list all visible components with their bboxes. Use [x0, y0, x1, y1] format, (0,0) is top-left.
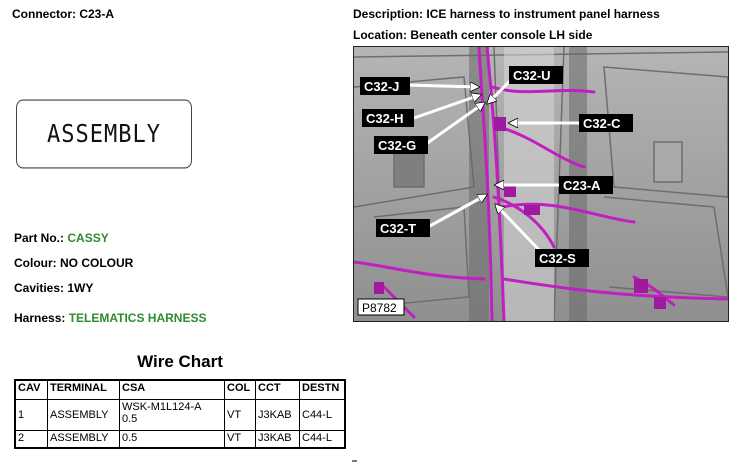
location-value: Beneath center console LH side	[410, 28, 593, 42]
callout-c32-j: C32-J	[360, 77, 410, 95]
wire-chart-title: Wire Chart	[137, 352, 223, 371]
cell-destn: C44-L	[299, 399, 346, 431]
description-value: ICE harness to instrument panel harness	[426, 7, 660, 21]
svg-text:C32-G: C32-G	[378, 138, 416, 153]
svg-text:C32-J: C32-J	[364, 79, 399, 94]
svg-text:C23-A: C23-A	[563, 178, 601, 193]
connector-label: Connector: C23-A	[12, 7, 115, 21]
colour-value: NO COLOUR	[60, 256, 134, 270]
callout-c32-g: C32-G	[374, 136, 428, 154]
colour-label: Colour: NO COLOUR	[14, 256, 134, 270]
svg-text:C32-U: C32-U	[513, 68, 551, 83]
harness-value: TELEMATICS HARNESS	[68, 311, 207, 325]
callout-c32-c: C32-C	[579, 114, 633, 132]
cell-cav: 1	[14, 399, 48, 431]
callout-c32-t: C32-T	[376, 219, 430, 237]
cavities-value: 1WY	[67, 281, 94, 295]
callout-c32-s: C32-S	[535, 249, 589, 267]
assembly-connector-box: ASSEMBLY	[16, 99, 192, 169]
location-label: Location: Beneath center console LH side	[353, 28, 593, 42]
wire-chart-table: CAV TERMINAL CSA COL CCT DESTN 1 ASSEMBL…	[14, 379, 346, 449]
connector-value: C23-A	[79, 7, 115, 21]
header-destn: DESTN	[299, 379, 346, 400]
callout-c32-u: C32-U	[509, 66, 563, 84]
svg-text:C32-H: C32-H	[366, 111, 404, 126]
svg-text:C32-T: C32-T	[380, 221, 416, 236]
header-cav: CAV	[14, 379, 48, 400]
callout-c23-a: C23-A	[559, 176, 613, 194]
harness-wiring	[354, 47, 728, 321]
cell-cct: J3KAB	[255, 430, 300, 449]
callout-leaders	[405, 75, 582, 255]
svg-text:C32-C: C32-C	[583, 116, 621, 131]
harness-label: Harness: TELEMATICS HARNESS	[14, 311, 207, 325]
callout-c32-h: C32-H	[362, 109, 414, 127]
header-cct: CCT	[255, 379, 300, 400]
cavities-label: Cavities: 1WY	[14, 281, 94, 295]
svg-text:C32-S: C32-S	[539, 251, 576, 266]
table-header-row: CAV TERMINAL CSA COL CCT DESTN	[14, 379, 346, 400]
cell-col: VT	[224, 430, 256, 449]
cell-csa: 0.5	[119, 430, 225, 449]
photo-reference-tag: P8782	[357, 298, 405, 316]
description-label: Description: ICE harness to instrument p…	[353, 7, 660, 21]
cell-terminal: ASSEMBLY	[47, 430, 120, 449]
cell-terminal: ASSEMBLY	[47, 399, 120, 431]
cell-destn: C44-L	[299, 430, 346, 449]
header-col: COL	[224, 379, 256, 400]
divider-tick	[352, 460, 357, 462]
svg-text:P8782: P8782	[362, 301, 397, 315]
part-no-value: CASSY	[67, 231, 109, 245]
cell-col: VT	[224, 399, 256, 431]
cell-cct: J3KAB	[255, 399, 300, 431]
connector-location-photo: C32-J C32-U C32-H C32-C C32-G C23-A C32-…	[353, 46, 729, 322]
floor-panel-structure	[354, 47, 728, 321]
connector-bodies	[374, 117, 666, 309]
header-csa: CSA	[119, 379, 225, 400]
part-no-label: Part No.: CASSY	[14, 231, 109, 245]
header-terminal: TERMINAL	[47, 379, 120, 400]
assembly-label: ASSEMBLY	[47, 119, 161, 149]
cell-cav: 2	[14, 430, 48, 449]
table-row: 2 ASSEMBLY 0.5 VT J3KAB C44-L	[14, 430, 346, 449]
